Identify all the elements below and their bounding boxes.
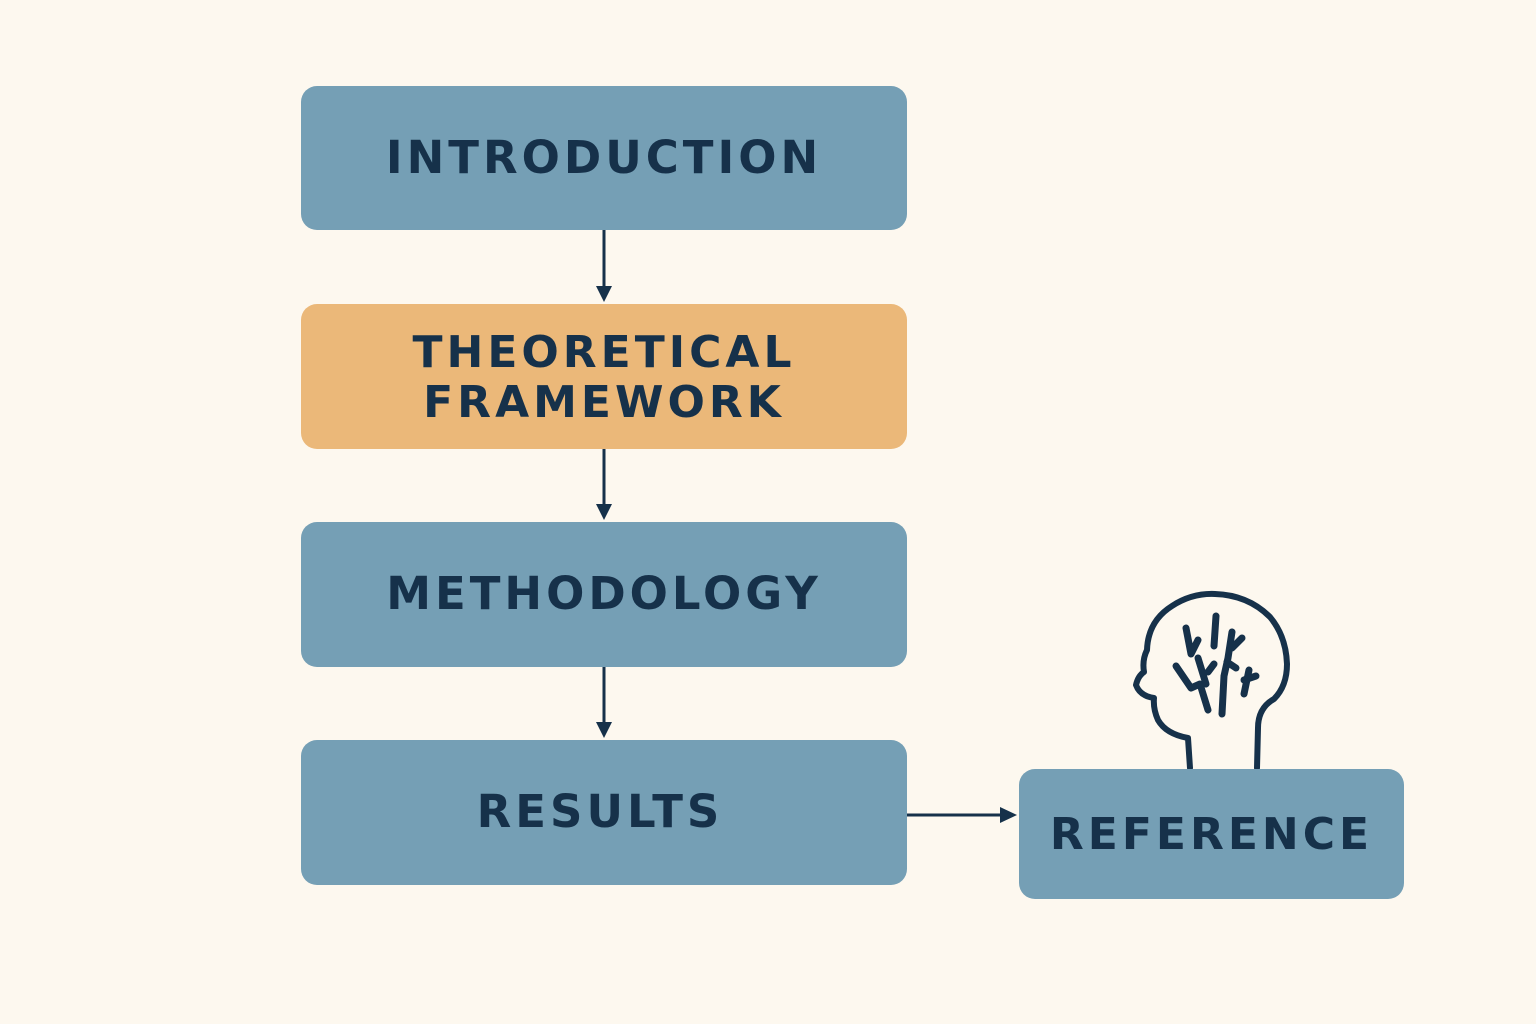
methodology-label: METHODOLOGY xyxy=(386,567,822,621)
introduction-box: INTRODUCTION xyxy=(301,86,907,230)
theoretical-framework-label-line1: THEORETICAL xyxy=(412,327,796,379)
results-label: RESULTS xyxy=(476,785,724,839)
theoretical-framework-box: THEORETICAL FRAMEWORK xyxy=(301,304,907,449)
results-box: RESULTS xyxy=(301,740,907,885)
edge-introduction-to-theoretical-framework xyxy=(596,230,612,302)
theoretical-framework-label-line2: FRAMEWORK xyxy=(423,376,785,428)
reference-box: REFERENCE xyxy=(1019,769,1404,899)
edge-results-to-reference xyxy=(907,807,1017,823)
methodology-box: METHODOLOGY xyxy=(301,522,907,667)
introduction-label: INTRODUCTION xyxy=(385,130,823,184)
reference-label: REFERENCE xyxy=(1049,809,1374,861)
head-with-branches-icon xyxy=(1133,590,1290,770)
edge-theoretical-framework-to-methodology xyxy=(596,449,612,520)
edge-methodology-to-results xyxy=(596,667,612,738)
